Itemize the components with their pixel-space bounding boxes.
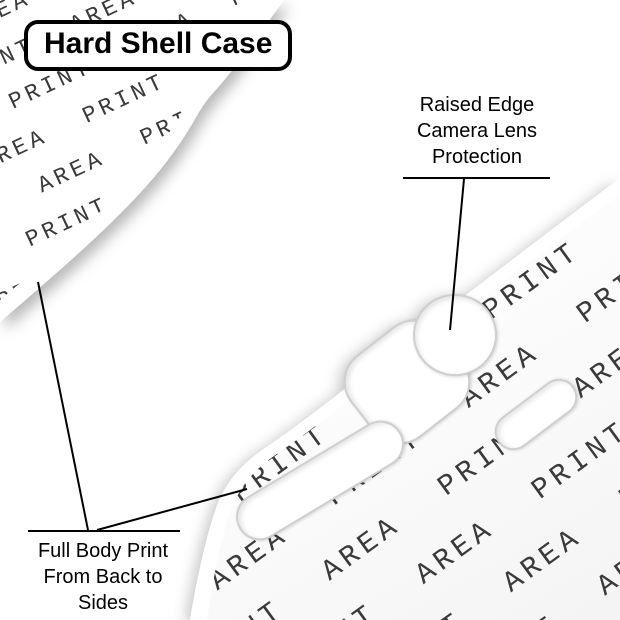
annotation-full-body-print: Full Body Print From Back to Sides bbox=[37, 540, 169, 614]
annotation-camera-protection: Raised Edge Camera Lens Protection bbox=[416, 94, 538, 168]
title-badge: Hard Shell Case bbox=[24, 20, 293, 71]
annotation-fullbody-overline bbox=[28, 530, 180, 532]
page-title: Hard Shell Case bbox=[44, 27, 273, 60]
camera-lens-cutout bbox=[413, 294, 497, 376]
annotation-camera-underline bbox=[403, 177, 550, 179]
